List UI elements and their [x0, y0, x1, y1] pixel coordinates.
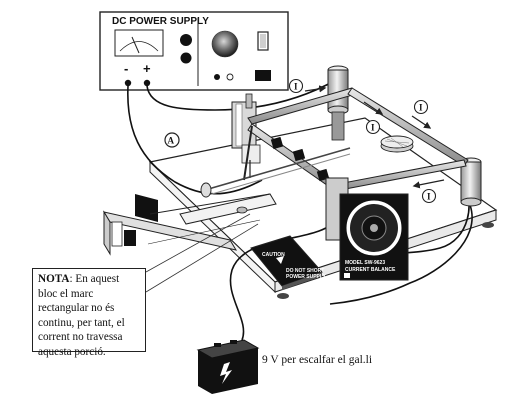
- wire-plus: [146, 79, 337, 111]
- magnet: [270, 136, 284, 150]
- voltage-knob-small[interactable]: [180, 52, 192, 64]
- plate-title-label: CURRENT BALANCE: [345, 267, 396, 273]
- magnet: [292, 148, 306, 162]
- control-box-label: POWER SUPPLY: [286, 274, 326, 280]
- warning-arrow-icon: [276, 256, 284, 264]
- ammeter-label: A: [168, 136, 175, 146]
- note-pointer: [145, 213, 259, 293]
- current-arrows: [304, 85, 445, 189]
- gallium-disk: [380, 135, 414, 153]
- rectangular-frame: [243, 87, 469, 191]
- wire-minus: [127, 85, 263, 195]
- power-supply-title: DC POWER SUPPLY: [112, 16, 209, 27]
- plus-terminal[interactable]: [143, 79, 151, 87]
- plate-model-label: MODEL SW-9623: [345, 260, 385, 266]
- wire-battery: [229, 217, 339, 341]
- plus-terminal-label: +: [143, 61, 151, 76]
- current-balance-plate: MODEL SW-9623 CURRENT BALANCE: [325, 177, 409, 281]
- note-text: : En aquest bloc el marc rectangular no …: [38, 273, 125, 358]
- current-label: I: [294, 82, 298, 92]
- note-box: NOTA: En aquest bloc el marc rectangular…: [32, 268, 146, 358]
- control-box-label: DO NOT SHORT: [286, 268, 324, 274]
- current-label: I: [371, 123, 375, 133]
- current-label: I: [419, 103, 423, 113]
- meter-needle: [131, 36, 140, 54]
- control-box: CAUTION DO NOT SHORT POWER SUPPLY: [250, 235, 326, 290]
- voltmeter-gauge: [114, 29, 164, 57]
- foot: [277, 293, 289, 299]
- wire-coil: [329, 204, 473, 305]
- voltage-knob-large[interactable]: [180, 34, 192, 46]
- foot: [482, 222, 494, 228]
- dc-power-supply: DC POWER SUPPLY - +: [99, 11, 289, 91]
- current-label: I: [427, 192, 431, 202]
- indicator-led-dark: [214, 74, 220, 80]
- control-box-label: CAUTION: [262, 252, 285, 258]
- lightning-icon: [220, 362, 232, 384]
- current-labels: I I I I: [288, 78, 437, 204]
- battery-label: 9 V per escalfar el gal.li: [262, 354, 373, 366]
- minus-terminal-label: -: [124, 61, 128, 76]
- base-platform: [148, 117, 498, 299]
- note-bold: NOTA: [38, 273, 70, 285]
- minus-terminal[interactable]: [124, 79, 132, 87]
- ammeter: A: [164, 132, 180, 148]
- power-button[interactable]: [255, 70, 271, 81]
- indicator-led-light: [226, 73, 234, 81]
- balance-arm: [200, 136, 351, 198]
- left-stand: [102, 193, 277, 256]
- post-front: [460, 157, 482, 207]
- weight-cylinder: [200, 182, 212, 198]
- current-dial[interactable]: [211, 30, 239, 58]
- battery-9v: [196, 339, 260, 394]
